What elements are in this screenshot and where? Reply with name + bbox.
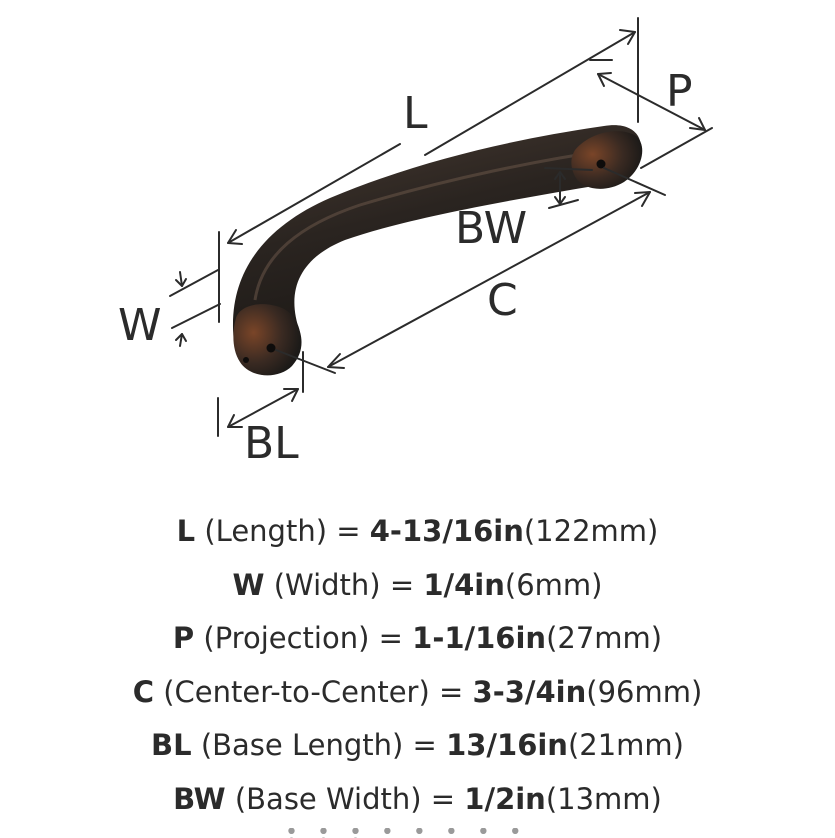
spec-description: (Projection) = <box>194 621 413 655</box>
spec-symbol: L <box>176 514 196 548</box>
spec-symbol: C <box>132 674 154 709</box>
width-dimension <box>169 269 221 347</box>
label-C: C <box>487 275 518 326</box>
spec-value: 1/4in <box>423 567 505 602</box>
spec-metric: (27mm) <box>546 621 663 655</box>
label-L: L <box>403 88 428 139</box>
spec-projection: P (Projection) = 1-1/16in(27mm) <box>0 612 835 666</box>
spec-value: 3-3/4in <box>472 674 587 709</box>
spec-metric: (13mm) <box>545 781 662 816</box>
dimension-lines <box>169 17 713 437</box>
spec-value: 13/16in <box>446 728 568 762</box>
spec-length: L (Length) = 4-13/16in(122mm) <box>0 505 835 559</box>
spec-description: (Center-to-Center) = <box>153 674 473 709</box>
spec-metric: (6mm) <box>504 567 603 602</box>
spec-base-width: BW (Base Width) = 1/2in(13mm) <box>0 773 835 827</box>
label-W: W <box>118 300 162 351</box>
spec-center-to-center: C (Center-to-Center) = 3-3/4in(96mm) <box>0 666 835 720</box>
center-dimension <box>275 191 651 374</box>
handle-arc <box>232 125 642 376</box>
spec-metric: (122mm) <box>523 514 659 548</box>
spec-width: W (Width) = 1/4in(6mm) <box>0 559 835 613</box>
base-length-dimension <box>217 351 304 437</box>
spec-value: 4-13/16in <box>369 514 524 548</box>
spec-symbol: BW <box>173 781 226 816</box>
spec-description: (Width) = <box>264 567 424 602</box>
right-base <box>571 131 643 189</box>
label-BL: BL <box>244 418 299 469</box>
handle-dimension-drawing: L P BW C W BL <box>118 17 713 469</box>
projection-dimension <box>589 59 713 169</box>
specifications-list: L (Length) = 4-13/16in(122mm) W (Width) … <box>0 505 835 826</box>
left-base-rivet <box>243 357 249 363</box>
spec-symbol: W <box>232 567 265 602</box>
length-dimension <box>218 17 639 323</box>
cropped-text-remnant: • • • • • • • • • • • <box>285 828 545 838</box>
spec-metric: (21mm) <box>567 728 684 762</box>
right-screw-hole <box>596 159 606 169</box>
cabinet-pull-handle <box>232 125 643 376</box>
spec-description: (Base Width) = <box>225 781 465 816</box>
spec-base-length: BL (Base Length) = 13/16in(21mm) <box>0 719 835 773</box>
spec-value: 1/2in <box>464 781 546 816</box>
base-width-dimension <box>544 167 666 209</box>
left-base <box>233 304 301 376</box>
spec-metric: (96mm) <box>586 674 703 709</box>
spec-value: 1-1/16in <box>412 621 547 655</box>
handle-highlight <box>253 148 611 301</box>
label-P: P <box>666 66 693 117</box>
spec-description: (Length) = <box>195 514 370 548</box>
label-BW: BW <box>455 203 527 254</box>
spec-symbol: BL <box>151 728 192 762</box>
spec-description: (Base Length) = <box>191 728 447 762</box>
spec-symbol: P <box>172 621 195 655</box>
left-screw-hole <box>266 343 276 353</box>
